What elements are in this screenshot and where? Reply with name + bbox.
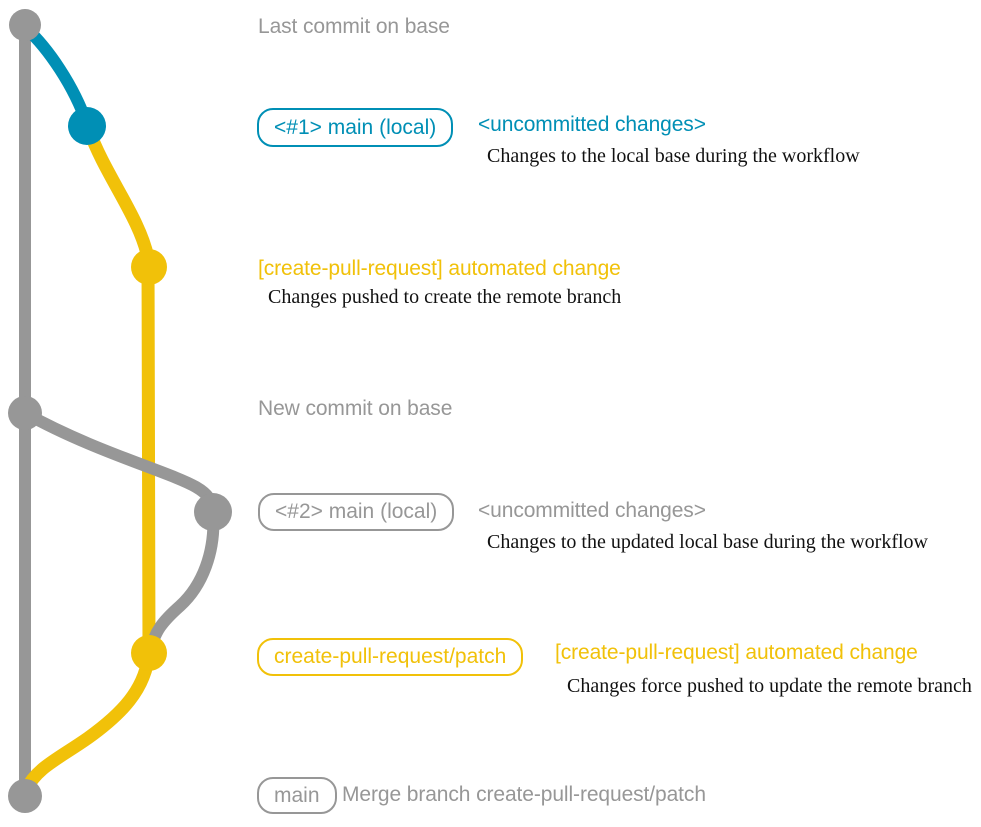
- base-update-curve: [19, 407, 219, 518]
- message-merge-branch: Merge branch create-pull-request/patch: [342, 783, 706, 806]
- branch-box-pr-patch: create-pull-request/patch: [257, 638, 524, 676]
- message-automated-change-2: [create-pull-request] automated change: [555, 641, 918, 664]
- commit-dot-last-base: [9, 9, 41, 41]
- commit-title-new-base: New commit on base: [258, 397, 453, 420]
- caption-force-pushed-update-branch: Changes force pushed to update the remot…: [567, 675, 972, 697]
- branch-box-main-local-1: <#1> main (local): [257, 108, 454, 147]
- pr-branch-line: [82, 123, 156, 657]
- message-uncommitted-2: <uncommitted changes>: [478, 499, 706, 522]
- message-automated-change-1: [create-pull-request] automated change: [258, 257, 621, 280]
- branch-box-main-local-2: <#2> main (local): [258, 493, 455, 531]
- commit-dot-new-base: [8, 396, 42, 430]
- commit-dot-pr-1: [131, 249, 167, 285]
- commit-dot-pr-2: [131, 635, 167, 671]
- branch-box-main: main: [257, 777, 337, 814]
- commit-title-last-base: Last commit on base: [258, 15, 450, 38]
- commit-dot-merge: [8, 779, 42, 813]
- caption-pushed-create-branch: Changes pushed to create the remote bran…: [268, 286, 622, 308]
- caption-updated-local-base-changes: Changes to the updated local base during…: [487, 531, 928, 553]
- commit-dot-local-2: [194, 493, 232, 531]
- commit-dot-local-1: [68, 107, 106, 145]
- rebase-curve: [145, 506, 220, 656]
- message-uncommitted-1: <uncommitted changes>: [478, 113, 706, 136]
- caption-local-base-changes-1: Changes to the local base during the wor…: [487, 145, 860, 167]
- pr-merge-curve: [19, 645, 156, 797]
